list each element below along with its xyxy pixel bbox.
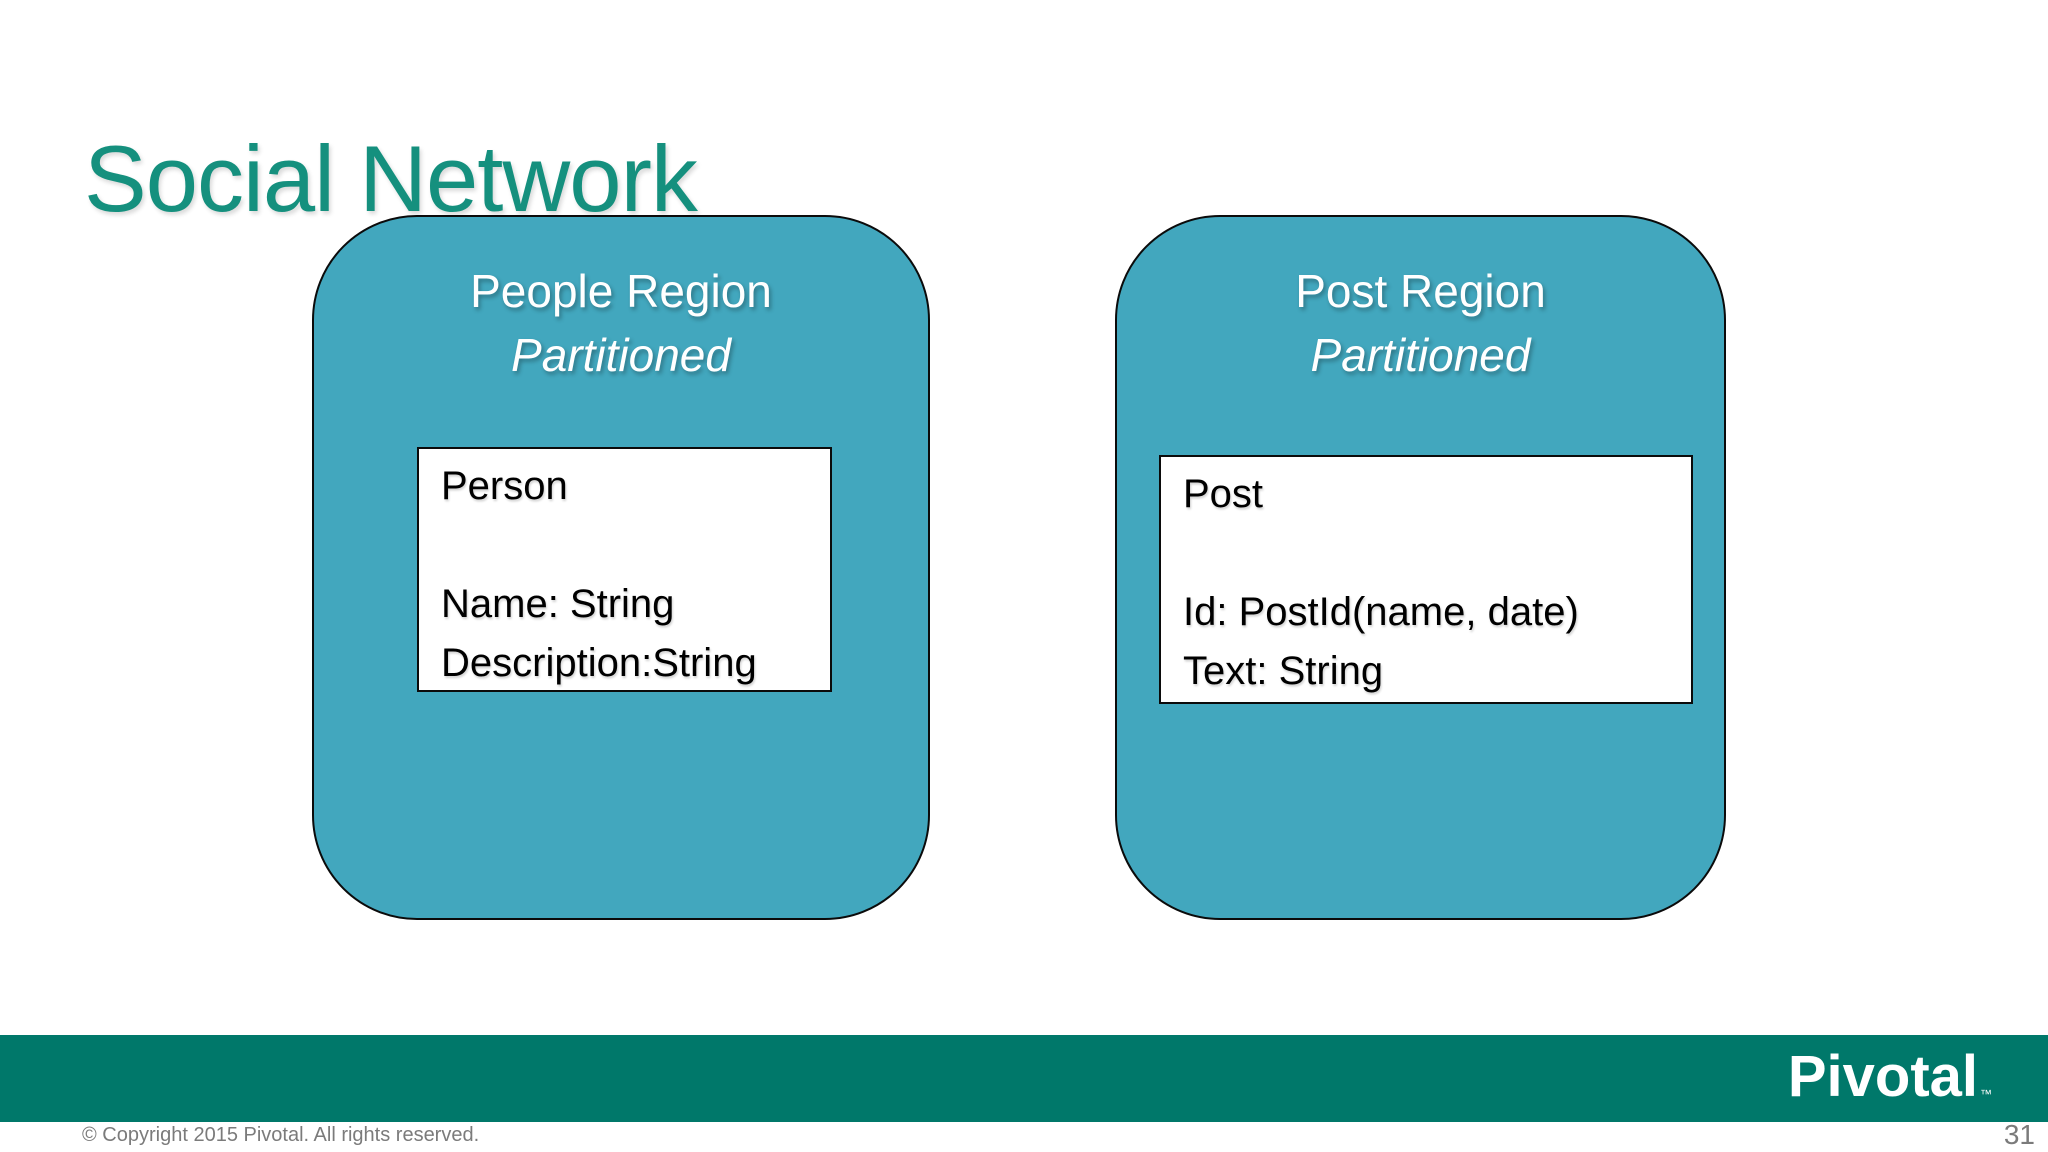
entity-spacer xyxy=(1183,524,1691,583)
person-entity-title: Person xyxy=(441,464,568,508)
slide-title: Social Network xyxy=(84,125,698,231)
post-region-subtitle: Partitioned xyxy=(1310,329,1531,381)
post-region-header: Post Region Partitioned xyxy=(1117,259,1724,387)
person-field-description: Description:String xyxy=(441,641,757,685)
people-region-shape: People Region Partitioned Person Name: S… xyxy=(312,215,930,920)
post-entity-title: Post xyxy=(1183,472,1264,516)
post-field-id: Id: PostId(name, date) xyxy=(1183,590,1579,634)
trademark-symbol: ™ xyxy=(1980,1086,1992,1101)
people-region-subtitle: Partitioned xyxy=(511,329,731,381)
copyright-text: © Copyright 2015 Pivotal. All rights res… xyxy=(82,1124,480,1146)
post-region-title: Post Region xyxy=(1295,265,1546,317)
person-field-name: Name: String xyxy=(441,582,675,626)
entity-spacer xyxy=(441,516,830,575)
person-entity-box: Person Name: String Description:String xyxy=(417,447,832,692)
footer-bar: Pivotal ™ xyxy=(0,1035,2048,1122)
post-region-shape: Post Region Partitioned Post Id: PostId(… xyxy=(1115,215,1726,920)
pivotal-logo-text: Pivotal xyxy=(1787,1043,1978,1109)
post-entity-box: Post Id: PostId(name, date) Text: String xyxy=(1159,455,1693,704)
people-region-header: People Region Partitioned xyxy=(314,259,928,387)
pivotal-logo: Pivotal ™ xyxy=(1788,1042,1992,1109)
post-field-text: Text: String xyxy=(1183,649,1384,693)
page-number: 31 xyxy=(2003,1119,2035,1150)
people-region-title: People Region xyxy=(470,265,772,317)
